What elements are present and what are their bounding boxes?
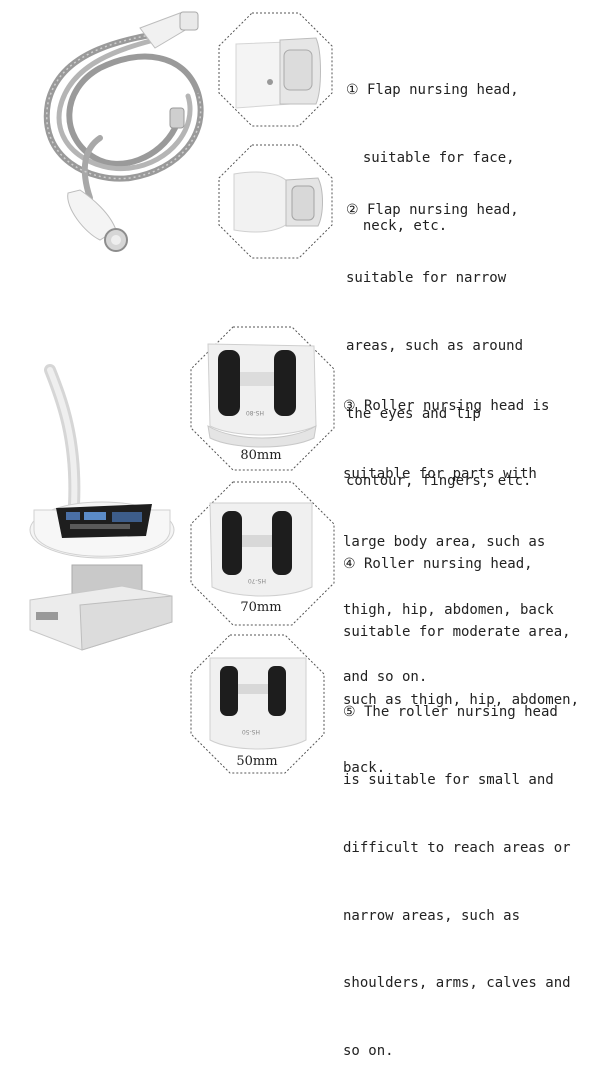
coiled-cable-handpiece-image <box>20 8 225 263</box>
size-label-80mm: 80mm <box>240 448 282 463</box>
size-label-70mm: 70mm <box>240 600 282 615</box>
flap-head-image-1 <box>218 12 333 127</box>
item-3-line: and so on. <box>343 669 428 686</box>
item-2-line: ② Flap nursing head, <box>346 202 519 219</box>
item-2-line: suitable for narrow <box>346 269 507 286</box>
item-4-line: such as thigh, hip, abdomen, <box>343 691 580 708</box>
item-5-line: shoulders, arms, calves and <box>343 975 571 992</box>
roller-head-80mm-image: HS-80 <box>190 326 335 471</box>
roller-head-70mm-image: HS-70 <box>190 481 335 626</box>
item-1-line: neck, etc. <box>346 217 448 234</box>
size-label-50mm: 50mm <box>236 754 278 769</box>
item-3-description: ③ Roller nursing head is suitable for pa… <box>343 350 554 712</box>
item-5-line: so on. <box>343 1043 394 1060</box>
roller-head-50mm-image: HS-50 <box>190 634 325 774</box>
item-5-line: narrow areas, such as <box>343 907 521 924</box>
item-2-line: contour, fingers, etc. <box>346 473 532 490</box>
item-4-line: ④ Roller nursing head, <box>343 556 533 573</box>
item-4-line: back. <box>343 759 386 776</box>
item-1-line: suitable for face, <box>346 149 515 166</box>
flap-head-image-2 <box>218 144 333 259</box>
item-3-line: suitable for parts with <box>343 465 537 482</box>
engraving-70: HS-70 <box>248 577 266 584</box>
item-1-description: ① Flap nursing head, suitable for face, … <box>346 34 519 260</box>
item-5-line: ⑤ The roller nursing head <box>343 704 558 721</box>
item-5-line: difficult to reach areas or <box>343 839 571 856</box>
engraving-80: HS-80 <box>246 409 264 416</box>
item-5-description: ⑤ The roller nursing head is suitable fo… <box>343 656 571 1085</box>
item-4-description: ④ Roller nursing head, suitable for mode… <box>343 508 579 802</box>
item-4-line: suitable for moderate area, <box>343 623 571 640</box>
item-3-line: ③ Roller nursing head is <box>343 398 550 415</box>
item-3-line: large body area, such as <box>343 533 546 550</box>
item-3-line: thigh, hip, abdomen, back <box>343 601 554 618</box>
item-2-line: areas, such as around <box>346 337 524 354</box>
main-device-image <box>22 360 182 660</box>
item-1-line: ① Flap nursing head, <box>346 82 519 99</box>
engraving-50: HS-50 <box>242 728 260 735</box>
item-5-line: is suitable for small and <box>343 771 554 788</box>
item-2-line: the eyes and lip <box>346 405 481 422</box>
item-2-description: ② Flap nursing head, suitable for narrow… <box>346 154 531 516</box>
